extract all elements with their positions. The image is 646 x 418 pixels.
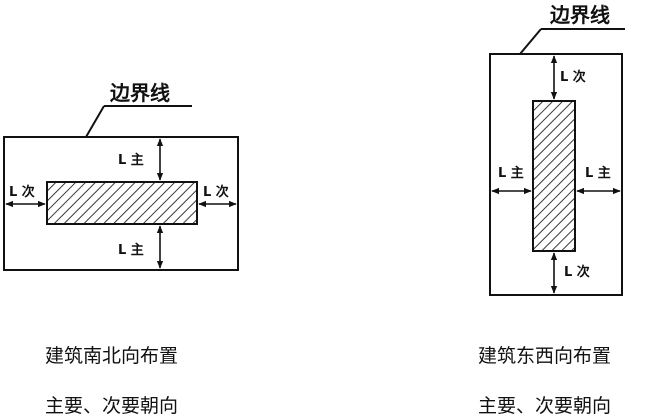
left-building (46, 181, 198, 225)
left-right-minor-label: L 次 (203, 184, 229, 200)
right-right-main-label: L 主 (585, 165, 611, 181)
left-caption-line1: 建筑南北向布置 (45, 345, 179, 367)
left-caption-line2: 主要、次要朝向 (45, 395, 179, 417)
right-caption-line1: 建筑东西向布置 (478, 345, 612, 367)
right-caption-line2: 主要、次要朝向 (478, 395, 612, 417)
right-top-minor-label: L 次 (560, 69, 586, 85)
right-boundary-leader (519, 28, 542, 55)
left-left-minor-label: L 次 (9, 184, 35, 200)
right-left-main-label: L 主 (498, 165, 524, 181)
left-boundary-leader (85, 105, 105, 138)
left-top-main-label: L 主 (118, 152, 144, 168)
right-building (532, 100, 576, 252)
right-boundary-label: 边界线 (549, 3, 610, 27)
left-figure (3, 105, 239, 271)
left-boundary-box (3, 136, 239, 271)
left-bottom-main-label: L 主 (118, 242, 144, 258)
right-figure (489, 28, 625, 296)
left-boundary-label: 边界线 (109, 81, 170, 105)
right-boundary-box (489, 53, 623, 296)
right-bottom-minor-label: L 次 (564, 264, 590, 280)
